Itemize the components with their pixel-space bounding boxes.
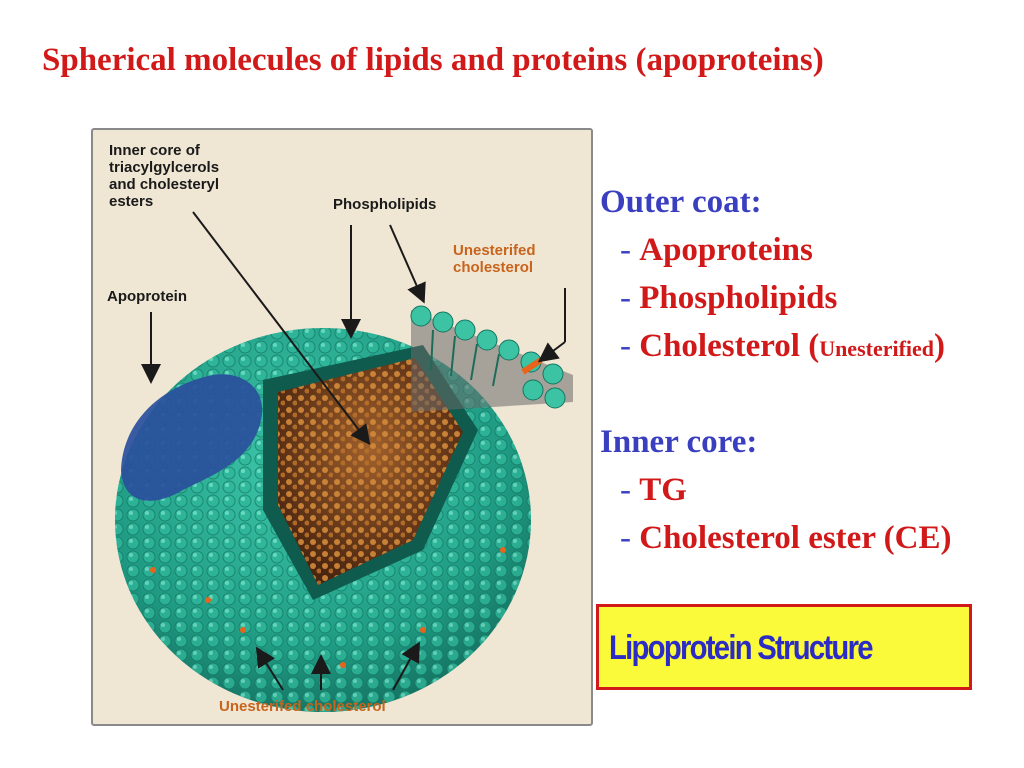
label-unesterified-bottom: Unesterifed cholesterol (219, 698, 386, 715)
slide-title: Spherical molecules of lipids and protei… (42, 42, 824, 78)
apoprotein-blob (121, 374, 263, 501)
lipoprotein-figure: Inner core of triacylgylcerols and chole… (91, 128, 593, 726)
outer-coat-heading: Outer coat: (600, 184, 762, 220)
arrow-cholesterol-bottom-3 (392, 641, 420, 691)
lipoprotein-illustration (115, 211, 573, 712)
outer-coat-item: - Phospholipids (620, 280, 838, 316)
lipoprotein-structure-badge: Lipoprotein Structure (596, 604, 972, 690)
inner-core-item: - TG (620, 472, 687, 508)
inner-core-item: - Cholesterol ester (CE) (620, 520, 952, 556)
label-inner-core: Inner core of triacylgylcerols and chole… (109, 142, 220, 210)
phospholipid-inset (410, 305, 573, 412)
label-phospholipids: Phospholipids (333, 196, 437, 213)
arrow-cholesterol-top (537, 341, 566, 363)
outer-coat-section: Outer coat: - Apoproteins - Phospholipid… (600, 178, 945, 373)
inner-core-section: Inner core: - TG - Cholesterol ester (CE… (600, 418, 951, 562)
arrow-inner-core (192, 211, 371, 446)
inner-core-heading: Inner core: (600, 424, 758, 460)
outer-coat-item: - Cholesterol (Unesterified) (620, 328, 946, 364)
outer-coat-item: - Apoproteins (620, 232, 813, 268)
cholesterol-dots (150, 547, 506, 668)
label-unesterified-top: Unesterifed cholesterol (453, 242, 536, 276)
arrow-cholesterol-bottom-1 (255, 646, 284, 691)
badge-text: Lipoprotein Structure (609, 629, 874, 667)
arrow-phospholipids-inset (389, 224, 426, 304)
label-apoprotein: Apoprotein (107, 288, 187, 305)
